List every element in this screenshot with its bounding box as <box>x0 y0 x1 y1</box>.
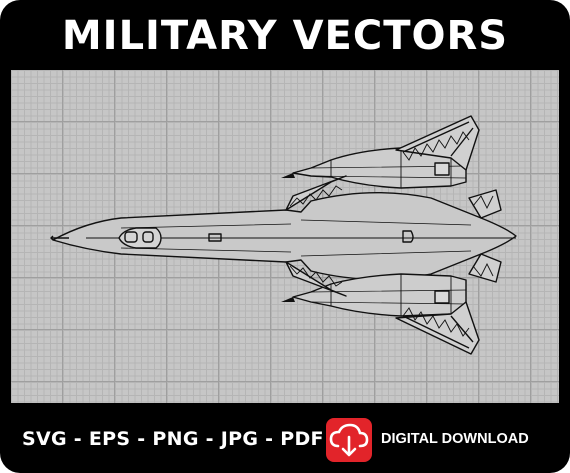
cockpit <box>118 227 162 249</box>
upper-wing-root <box>285 175 347 211</box>
fuselage-outline <box>50 191 517 281</box>
blueprint-panel <box>11 70 559 403</box>
digital-download-label: DIGITAL DOWNLOAD <box>381 431 529 447</box>
lower-wing-root <box>285 261 347 297</box>
lower-nacelle <box>292 273 467 317</box>
banner-title: MILITARY VECTORS <box>61 13 509 59</box>
cloud-download-icon <box>326 418 372 462</box>
lower-wing <box>395 301 480 355</box>
file-formats: SVG - EPS - PNG - JPG - PDF <box>22 428 324 450</box>
aircraft-drawing <box>50 115 517 355</box>
